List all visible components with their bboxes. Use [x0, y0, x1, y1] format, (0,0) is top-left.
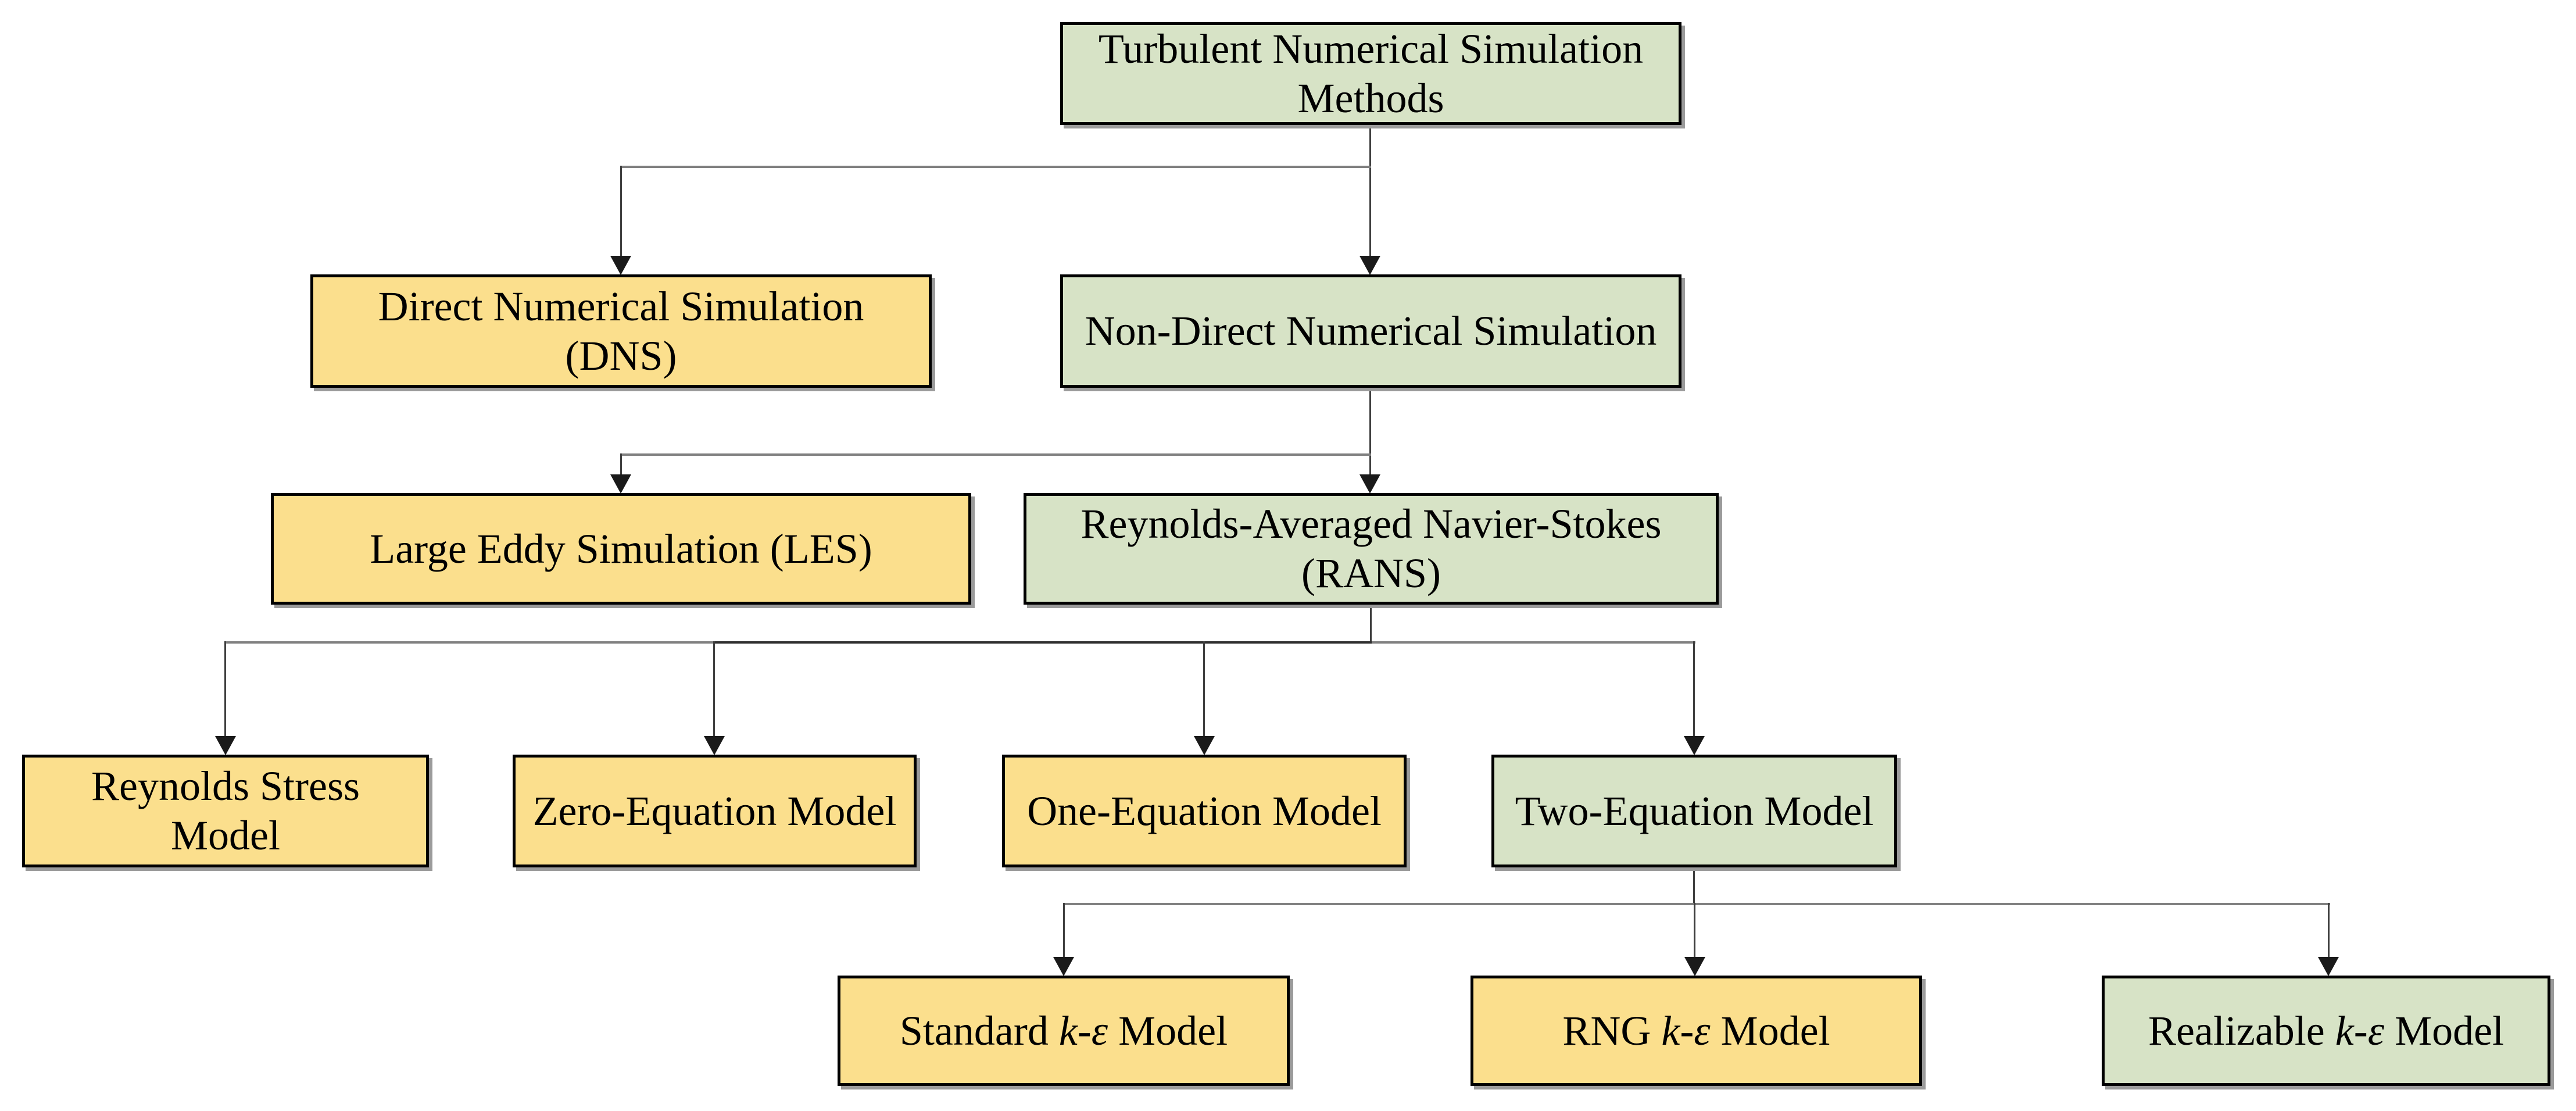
- arrowhead: [610, 256, 631, 275]
- node-rng-k-epsilon-model: RNG k-ε Model: [1471, 976, 1922, 1086]
- node-label-line: Model: [171, 812, 280, 859]
- connector-horizontal-line: [620, 453, 1371, 456]
- node-label-line: Turbulent Numerical Simulation: [1098, 25, 1644, 72]
- node-large-eddy-simulation-les: Large Eddy Simulation (LES): [271, 493, 971, 605]
- connector-vertical-line: [1369, 125, 1371, 257]
- label-suffix: Model: [1710, 1007, 1830, 1054]
- connector-vertical-line: [1693, 867, 1695, 905]
- connector-horizontal-line-overlap: [714, 641, 1372, 644]
- node-label-line: Reynolds Stress: [91, 763, 360, 810]
- arrowhead: [1684, 957, 1705, 976]
- label-k-epsilon: k-ε: [1661, 1007, 1711, 1054]
- label-prefix: Standard: [899, 1007, 1059, 1054]
- node-reynolds-stress-model: Reynolds Stress Model: [22, 755, 429, 867]
- label-suffix: Model: [1108, 1007, 1228, 1054]
- node-direct-numerical-simulation-dns: Direct Numerical Simulation (DNS): [310, 274, 932, 388]
- connector-vertical-line: [1063, 903, 1065, 958]
- connector-vertical-line: [1369, 388, 1371, 474]
- arrowhead: [1359, 256, 1380, 275]
- node-two-equation-model: Two-Equation Model: [1491, 755, 1897, 867]
- arrowhead: [1053, 957, 1074, 976]
- node-label-line: Reynolds-Averaged Navier-Stokes: [1081, 501, 1662, 548]
- node-turbulent-numerical-simulation-methods: Turbulent Numerical Simulation Methods: [1060, 22, 1681, 125]
- connector-horizontal-line: [1063, 903, 2330, 905]
- node-label-line: (DNS): [565, 332, 677, 379]
- arrowhead: [215, 736, 236, 755]
- connector-vertical-line: [620, 166, 622, 256]
- label-k-epsilon: k-ε: [1058, 1007, 1108, 1054]
- node-label-line: Methods: [1297, 74, 1444, 122]
- arrowhead: [610, 474, 631, 494]
- connector-horizontal-line: [620, 166, 1371, 168]
- label-prefix: Realizable: [2148, 1007, 2335, 1054]
- node-label-line: RNG k-ε Model: [1562, 1006, 1830, 1056]
- node-label-line: Direct Numerical Simulation: [378, 283, 864, 330]
- connector-vertical-line: [2328, 903, 2330, 958]
- arrowhead: [1684, 736, 1705, 755]
- connector-vertical-line: [1693, 641, 1695, 736]
- arrowhead: [2318, 957, 2339, 976]
- node-zero-equation-model: Zero-Equation Model: [513, 755, 917, 867]
- node-label-line: Realizable k-ε Model: [2148, 1006, 2504, 1056]
- arrowhead: [1359, 474, 1380, 494]
- arrowhead: [1194, 736, 1215, 755]
- label-prefix: RNG: [1562, 1007, 1662, 1054]
- node-label-line: Two-Equation Model: [1515, 787, 1874, 834]
- node-realizable-k-epsilon-model: Realizable k-ε Model: [2102, 976, 2550, 1086]
- connector-vertical-line: [1694, 903, 1695, 958]
- arrowhead: [704, 736, 725, 755]
- connector-vertical-line: [713, 641, 715, 736]
- connector-vertical-line: [224, 641, 226, 736]
- connector-vertical-line: [620, 453, 622, 474]
- node-label-line: (RANS): [1301, 550, 1441, 596]
- connector-vertical-line: [1203, 641, 1205, 736]
- node-label-line: Standard k-ε Model: [900, 1006, 1228, 1056]
- node-label-line: Large Eddy Simulation (LES): [370, 525, 872, 572]
- node-label-line: Non-Direct Numerical Simulation: [1085, 308, 1657, 355]
- connector-vertical-line: [1370, 605, 1372, 644]
- node-reynolds-averaged-navier-stokes-rans: Reynolds-Averaged Navier-Stokes (RANS): [1024, 493, 1719, 605]
- node-standard-k-epsilon-model: Standard k-ε Model: [838, 976, 1290, 1086]
- label-suffix: Model: [2384, 1007, 2505, 1054]
- node-label-line: Zero-Equation Model: [532, 787, 897, 834]
- node-non-direct-numerical-simulation: Non-Direct Numerical Simulation: [1060, 274, 1681, 388]
- node-one-equation-model: One-Equation Model: [1002, 755, 1407, 867]
- node-label-line: One-Equation Model: [1027, 787, 1382, 834]
- label-k-epsilon: k-ε: [2335, 1007, 2385, 1054]
